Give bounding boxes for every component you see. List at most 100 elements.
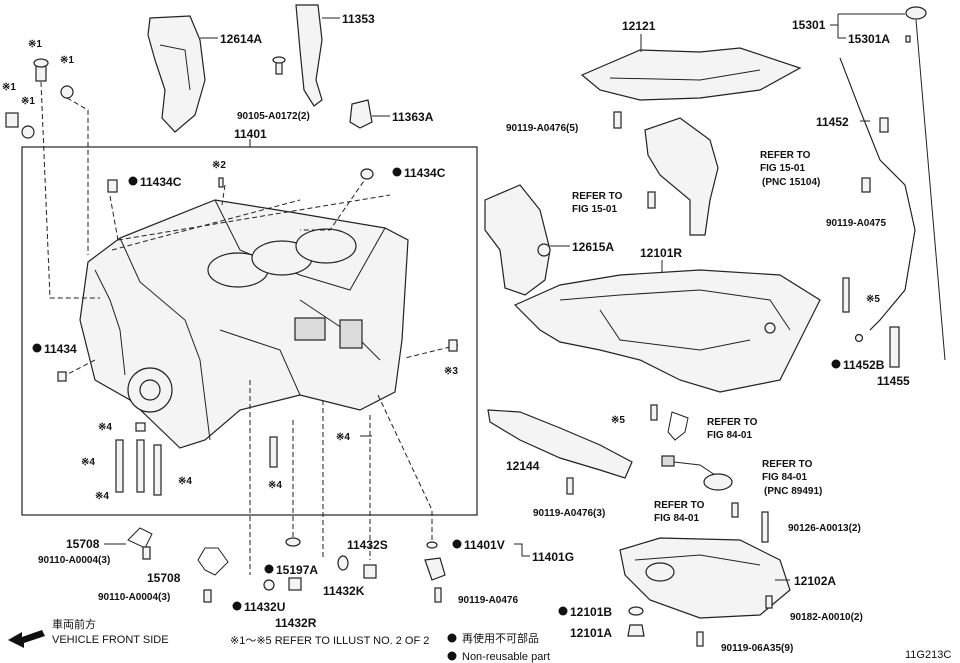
label-11434c-right[interactable]: 11434C xyxy=(404,166,446,180)
label-11434c-left[interactable]: 11434C xyxy=(140,175,182,189)
label-12101a[interactable]: 12101A xyxy=(570,626,612,640)
label-11432u[interactable]: 11432U xyxy=(244,600,285,614)
label-90110-a[interactable]: 90110-A0004(3) xyxy=(38,555,110,566)
refer-8401-a-line1[interactable]: REFER TO xyxy=(707,417,758,428)
clamp-11455[interactable] xyxy=(889,326,900,368)
gasket-15197a[interactable] xyxy=(285,537,301,547)
label-15708-a[interactable]: 15708 xyxy=(66,537,100,551)
part-11401g[interactable] xyxy=(424,557,446,581)
label-12614a[interactable]: 12614A xyxy=(220,32,262,46)
part-11353[interactable] xyxy=(295,4,323,107)
part-12102a-oil-pan[interactable] xyxy=(619,537,791,619)
part-12615a[interactable] xyxy=(484,184,551,296)
plug-11432k[interactable] xyxy=(337,555,349,571)
part-15708-oil-jets[interactable] xyxy=(127,527,229,603)
oil-strainer[interactable] xyxy=(644,117,719,236)
bolt-note5-upper[interactable] xyxy=(842,277,850,313)
dipstick-15301[interactable] xyxy=(905,6,946,361)
note-1d: ※1 xyxy=(21,96,35,107)
label-15197a[interactable]: 15197A xyxy=(276,563,318,577)
plug-11434c-left[interactable] xyxy=(107,179,118,193)
part-12101r-oil-pan-upper[interactable] xyxy=(513,269,821,393)
dowel-note2[interactable] xyxy=(218,177,224,188)
refer-1501-b-line1[interactable]: REFER TO xyxy=(760,150,811,161)
label-90119-06a35[interactable]: 90119-06A35(9) xyxy=(721,643,793,654)
note-4f: ※4 xyxy=(336,432,350,443)
label-90119-a0476[interactable]: 90119-A0476 xyxy=(458,595,518,606)
dipstick-guide-11452[interactable] xyxy=(839,57,916,331)
part-12121-oil-baffle[interactable] xyxy=(580,47,802,101)
vehicle-front-jp: 車両前方 xyxy=(52,617,96,631)
clip-refer-8401a[interactable] xyxy=(667,411,689,441)
label-11452b[interactable]: 11452B xyxy=(843,358,885,372)
plug-11434c-right[interactable] xyxy=(360,168,374,180)
label-11452[interactable]: 11452 xyxy=(816,115,849,129)
sensor-parts-note1[interactable] xyxy=(5,58,74,139)
label-11432k[interactable]: 11432K xyxy=(323,584,365,598)
dowel-note3[interactable] xyxy=(448,339,458,352)
label-11401v[interactable]: 11401V xyxy=(464,538,505,552)
bolt-set-note4[interactable] xyxy=(115,422,278,496)
oring-11452b[interactable] xyxy=(854,333,864,343)
refer-1501-a-line1[interactable]: REFER TO xyxy=(572,191,623,202)
plug-11434[interactable] xyxy=(57,371,67,382)
label-90119-a0476-5[interactable]: 90119-A0476(5) xyxy=(506,123,578,134)
label-90119-a0475[interactable]: 90119-A0475 xyxy=(826,218,886,229)
label-12615a[interactable]: 12615A xyxy=(572,240,614,254)
note-4d: ※4 xyxy=(178,476,192,487)
note-4c: ※4 xyxy=(95,491,109,502)
diagram-id-code: 11G213C xyxy=(905,649,951,661)
drain-plug-12101a[interactable] xyxy=(627,624,645,637)
part-12614a[interactable] xyxy=(147,15,206,133)
label-12144[interactable]: 12144 xyxy=(506,459,540,473)
nonreusable-jp: 再使用不可部品 xyxy=(462,631,539,645)
plug-11432r[interactable] xyxy=(288,577,302,591)
oil-level-sensor[interactable] xyxy=(661,455,733,491)
label-15301[interactable]: 15301 xyxy=(792,18,826,32)
label-11432r[interactable]: 11432R xyxy=(275,616,317,630)
note-5a: ※5 xyxy=(866,294,880,305)
engine-block[interactable] xyxy=(79,199,409,449)
refer-8401-b-line2[interactable]: FIG 84-01 xyxy=(762,472,807,483)
refer-1501-a-line2[interactable]: FIG 15-01 xyxy=(572,204,617,215)
label-90110-b[interactable]: 90110-A0004(3) xyxy=(98,592,170,603)
label-11401g[interactable]: 11401G xyxy=(532,550,574,564)
label-12101b[interactable]: 12101B xyxy=(570,605,612,619)
label-12101r[interactable]: 12101R xyxy=(640,246,682,260)
refer-8401-a-line2[interactable]: FIG 84-01 xyxy=(707,430,752,441)
part-12144-stiffener[interactable] xyxy=(487,409,633,479)
refer-8401-b-pnc: (PNC 89491) xyxy=(764,486,822,497)
label-11434[interactable]: 11434 xyxy=(44,342,77,356)
vehicle-front-en: VEHICLE FRONT SIDE xyxy=(52,634,169,646)
note-4e: ※4 xyxy=(268,480,282,491)
refer-8401-c-line1[interactable]: REFER TO xyxy=(654,500,705,511)
label-11363a[interactable]: 11363A xyxy=(392,110,434,124)
label-11353[interactable]: 11353 xyxy=(342,12,375,26)
refer-8401-b-line1[interactable]: REFER TO xyxy=(762,459,813,470)
label-12102a[interactable]: 12102A xyxy=(794,574,836,588)
label-11401[interactable]: 11401 xyxy=(234,127,267,141)
part-11363a[interactable] xyxy=(349,99,373,129)
label-11455[interactable]: 11455 xyxy=(877,374,910,388)
label-90119-a0476-3[interactable]: 90119-A0476(3) xyxy=(533,508,605,519)
refer-note: ※1～※5 REFER TO ILLUST NO. 2 OF 2 xyxy=(230,635,429,647)
label-12121[interactable]: 12121 xyxy=(622,19,656,33)
label-15301a[interactable]: 15301A xyxy=(848,32,890,46)
label-11432s[interactable]: 11432S xyxy=(347,538,388,552)
refer-8401-c-line2[interactable]: FIG 84-01 xyxy=(654,513,699,524)
bolt-note5-lower[interactable] xyxy=(650,404,658,421)
label-90105[interactable]: 90105-A0172(2) xyxy=(237,111,310,122)
note-2: ※2 xyxy=(212,160,226,171)
gasket-11401v[interactable] xyxy=(426,541,438,549)
label-90182[interactable]: 90182-A0010(2) xyxy=(790,612,863,623)
plug-11432u[interactable] xyxy=(263,579,275,591)
note-4a: ※4 xyxy=(98,422,112,433)
vehicle-front-arrow xyxy=(8,630,45,648)
label-90126[interactable]: 90126-A0013(2) xyxy=(788,523,861,534)
plug-11432s[interactable] xyxy=(363,564,377,579)
refer-1501-b-line2[interactable]: FIG 15-01 xyxy=(760,163,805,174)
gasket-12101b[interactable] xyxy=(628,606,644,616)
note-1a: ※1 xyxy=(28,39,42,50)
note-4b: ※4 xyxy=(81,457,95,468)
label-15708-b[interactable]: 15708 xyxy=(147,571,181,585)
